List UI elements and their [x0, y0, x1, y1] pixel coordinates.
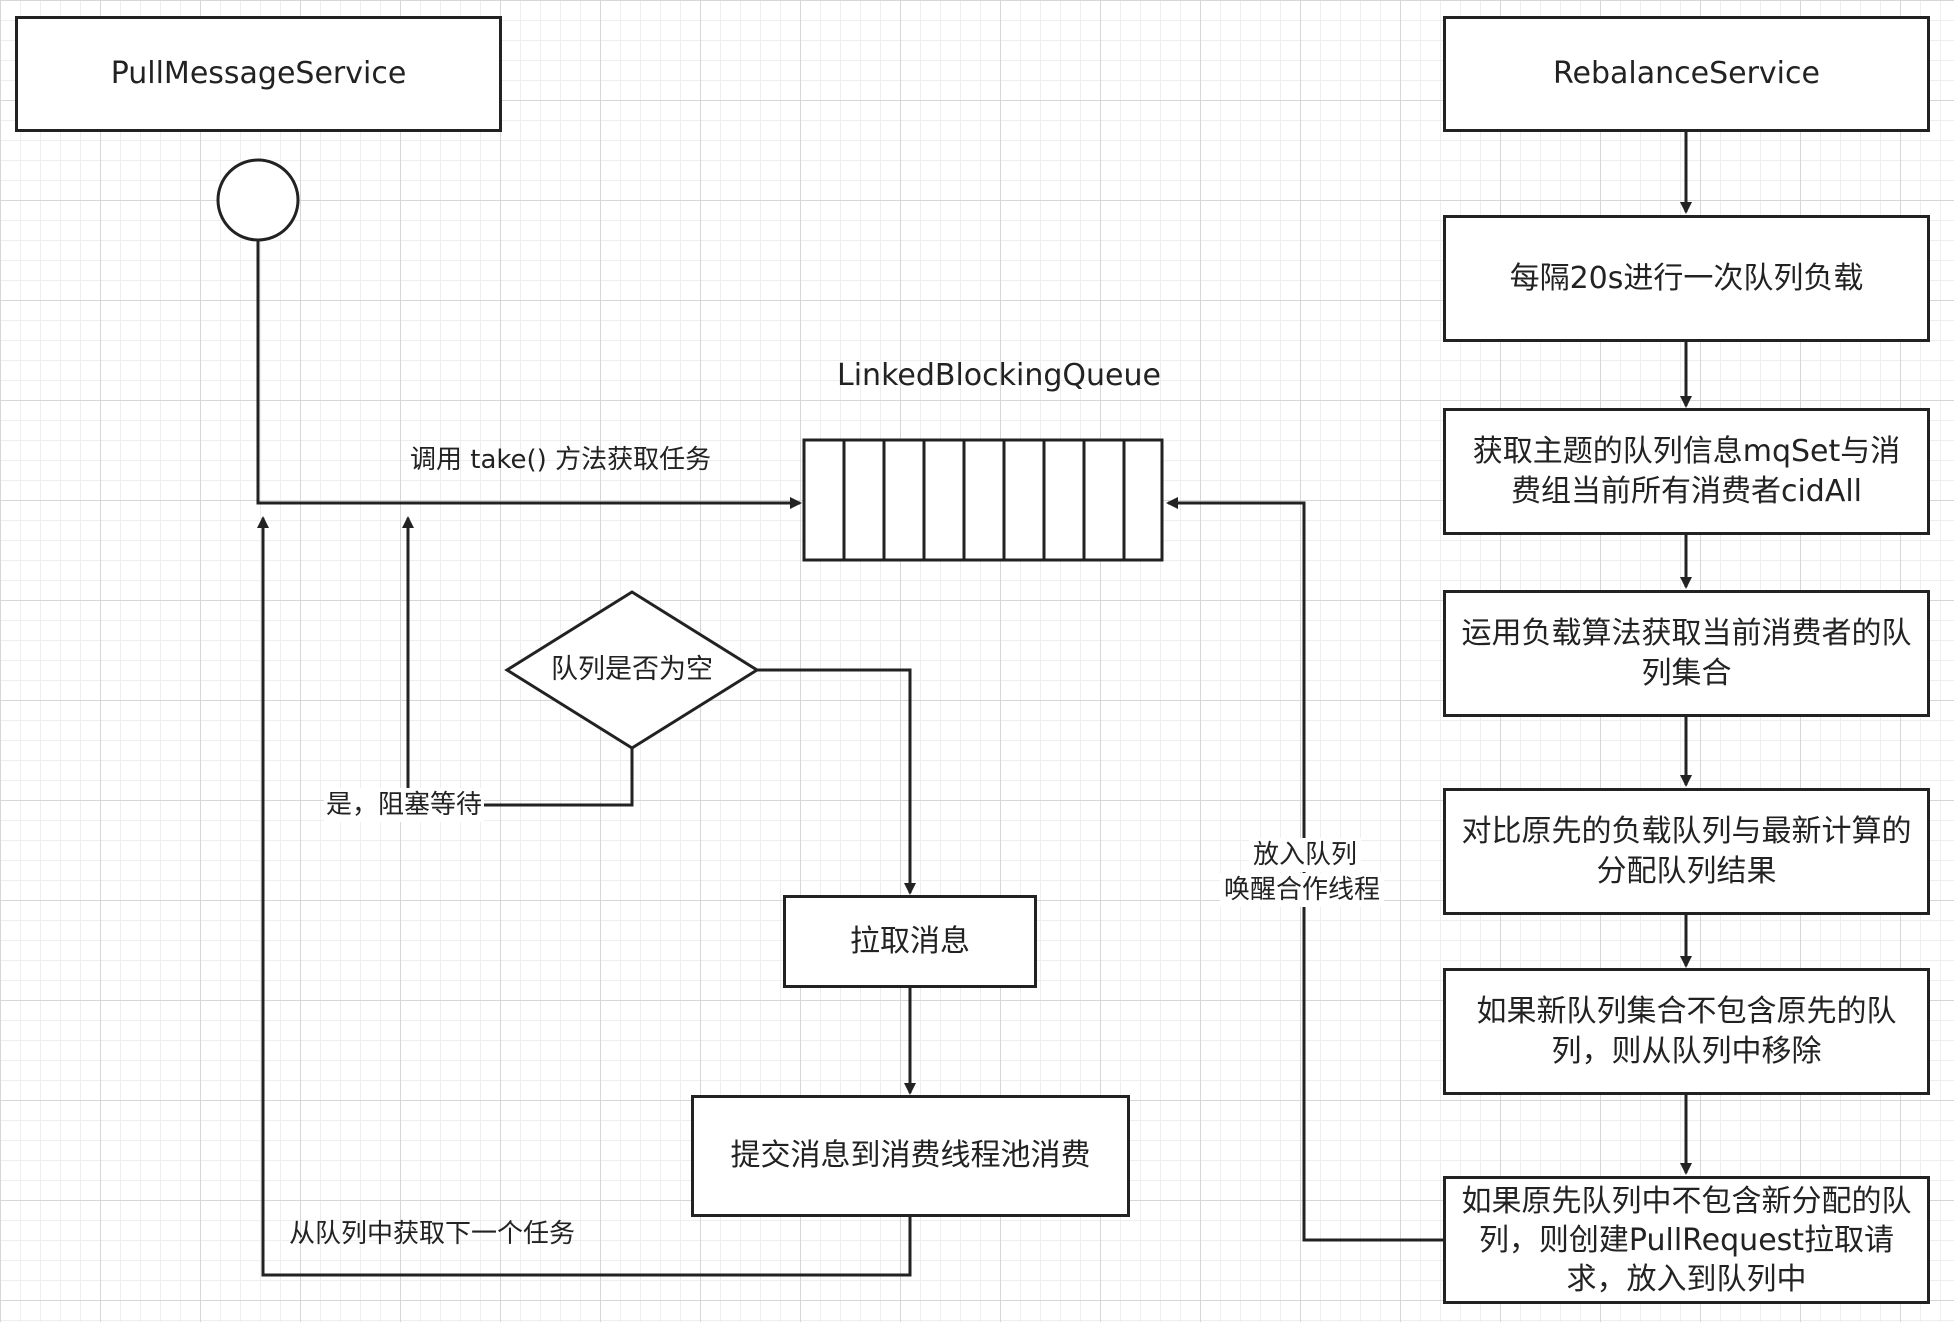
next-task-label: 从队列中获取下一个任务: [289, 1219, 576, 1249]
pull-message-text: 拉取消息: [850, 923, 970, 959]
connector-decision-blocked: [402, 516, 634, 807]
connector-start-to-queue: [256, 240, 802, 509]
rebalance-step-6-text: 如果原先队列中不包含新分配的队列，则创建PullRequest拉取请求，放入到队…: [1461, 1183, 1912, 1297]
rebalance-step-2-text: 获取主题的队列信息mqSet与消费组当前所有消费者cidAll: [1472, 433, 1901, 509]
rebalance-service-box: RebalanceService: [1443, 16, 1930, 132]
queue-shape: [802, 438, 1164, 562]
enqueue-label-2: 唤醒合作线程: [1220, 873, 1385, 907]
start-node: [216, 158, 300, 242]
rebalance-step-1-text: 每隔20s进行一次队列负载: [1509, 260, 1864, 296]
submit-consume-box: 提交消息到消费线程池消费: [691, 1095, 1130, 1217]
connector-decision-to-pull: [757, 668, 916, 895]
rebalance-step-4-text: 对比原先的负载队列与最新计算的分配队列结果: [1461, 813, 1912, 889]
rebalance-step-4: 对比原先的负载队列与最新计算的分配队列结果: [1443, 788, 1930, 915]
pull-message-service-box: PullMessageService: [15, 16, 502, 132]
rebalance-step-5: 如果新队列集合不包含原先的队列，则从队列中移除: [1443, 968, 1930, 1095]
pull-message-box: 拉取消息: [783, 895, 1037, 988]
decision-text: 队列是否为空: [551, 654, 713, 685]
connector-submit-loop-back: [257, 516, 912, 1277]
pull-message-service-title: PullMessageService: [110, 56, 407, 91]
take-label: 调用 take() 方法获取任务: [410, 445, 712, 475]
rebalance-step-6: 如果原先队列中不包含新分配的队列，则创建PullRequest拉取请求，放入到队…: [1443, 1176, 1930, 1304]
queue-title: LinkedBlockingQueue: [837, 358, 1161, 393]
rebalance-step-3: 运用负载算法获取当前消费者的队列集合: [1443, 590, 1930, 717]
rebalance-service-title: RebalanceService: [1553, 56, 1820, 91]
rebalance-step-1: 每隔20s进行一次队列负载: [1443, 215, 1930, 342]
rebalance-step-3-text: 运用负载算法获取当前消费者的队列集合: [1461, 615, 1912, 691]
rebalance-step-2: 获取主题的队列信息mqSet与消费组当前所有消费者cidAll: [1443, 408, 1930, 535]
enqueue-label-1: 放入队列: [1249, 838, 1362, 872]
blocked-label: 是，阻塞等待: [324, 788, 485, 822]
rebalance-step-5-text: 如果新队列集合不包含原先的队列，则从队列中移除: [1476, 993, 1897, 1069]
submit-consume-text: 提交消息到消费线程池消费: [730, 1138, 1091, 1173]
